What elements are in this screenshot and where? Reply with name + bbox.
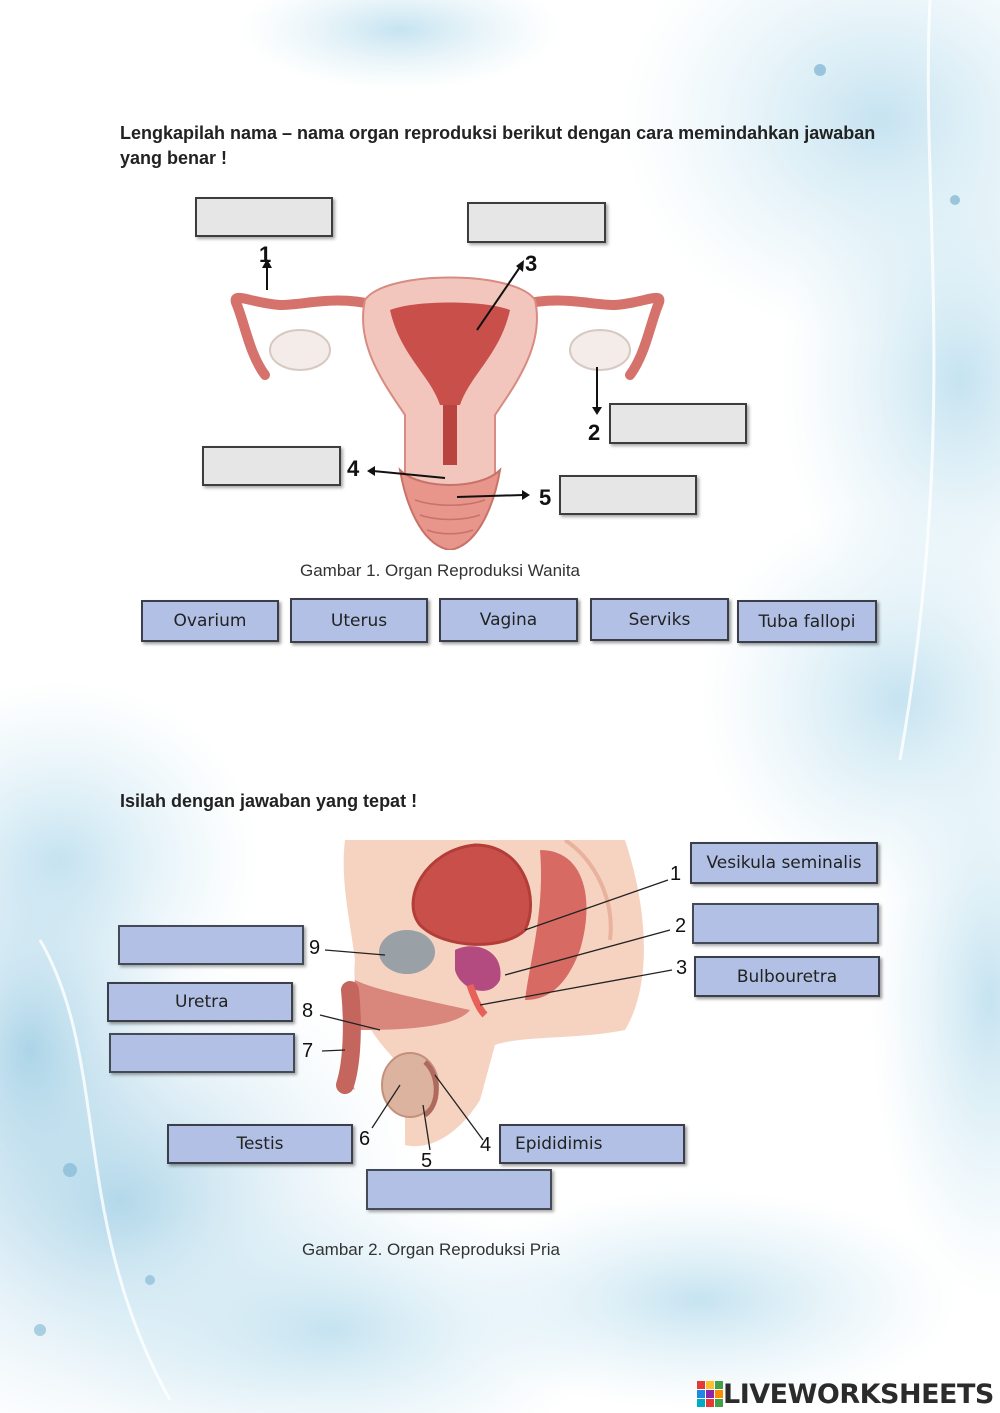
answer-uretra[interactable]: Uretra	[107, 982, 293, 1022]
answer-chip-vagina[interactable]: Vagina	[439, 598, 578, 642]
drop-target-1[interactable]	[195, 197, 333, 237]
drop-target-male-9[interactable]	[118, 925, 304, 965]
male-reproductive-illustration	[336, 840, 644, 1147]
figure-caption-2: Gambar 2. Organ Reproduksi Pria	[302, 1240, 560, 1259]
label-number-2: 2	[588, 420, 601, 445]
label-male-3: 3	[676, 957, 688, 979]
drop-target-3[interactable]	[467, 202, 606, 243]
drop-target-2[interactable]	[609, 403, 747, 444]
drop-target-male-2[interactable]	[692, 903, 879, 944]
answer-chip-tuba-fallopi[interactable]: Tuba fallopi	[737, 600, 877, 643]
drop-target-male-7[interactable]	[109, 1033, 295, 1073]
drop-target-5[interactable]	[559, 475, 697, 515]
label-male-5: 5	[421, 1150, 433, 1172]
answer-chip-uterus[interactable]: Uterus	[290, 598, 428, 643]
answer-chip-serviks[interactable]: Serviks	[590, 598, 729, 641]
label-number-4: 4	[347, 456, 360, 481]
label-male-4: 4	[480, 1134, 492, 1156]
label-number-3: 3	[525, 251, 538, 276]
label-number-5: 5	[539, 485, 552, 510]
answer-vesikula-seminalis[interactable]: Vesikula seminalis	[690, 842, 878, 884]
answer-chip-ovarium[interactable]: Ovarium	[141, 600, 279, 642]
liveworksheets-brand-text: LIVEWORKSHEETS	[723, 1378, 994, 1410]
label-male-8: 8	[302, 1000, 314, 1022]
instruction-1: Lengkapilah nama – nama organ reproduksi…	[120, 123, 876, 168]
label-male-9: 9	[309, 937, 321, 959]
liveworksheets-logo[interactable]: LIVEWORKSHEETS	[697, 1378, 997, 1410]
label-male-1: 1	[670, 863, 682, 885]
drop-target-4[interactable]	[202, 446, 341, 486]
instruction-2: Isilah dengan jawaban yang tepat !	[120, 791, 418, 811]
label-number-1: 1	[259, 242, 272, 267]
label-male-7: 7	[302, 1040, 314, 1062]
answer-epididimis[interactable]: Epididimis	[499, 1124, 685, 1164]
answer-bulbouretra[interactable]: Bulbouretra	[694, 956, 880, 997]
label-male-6: 6	[359, 1128, 371, 1150]
label-male-2: 2	[675, 915, 687, 937]
liveworksheets-logo-icon	[697, 1381, 723, 1407]
answer-testis[interactable]: Testis	[167, 1124, 353, 1164]
figure-caption-1: Gambar 1. Organ Reproduksi Wanita	[300, 561, 580, 580]
drop-target-male-5[interactable]	[366, 1169, 552, 1210]
